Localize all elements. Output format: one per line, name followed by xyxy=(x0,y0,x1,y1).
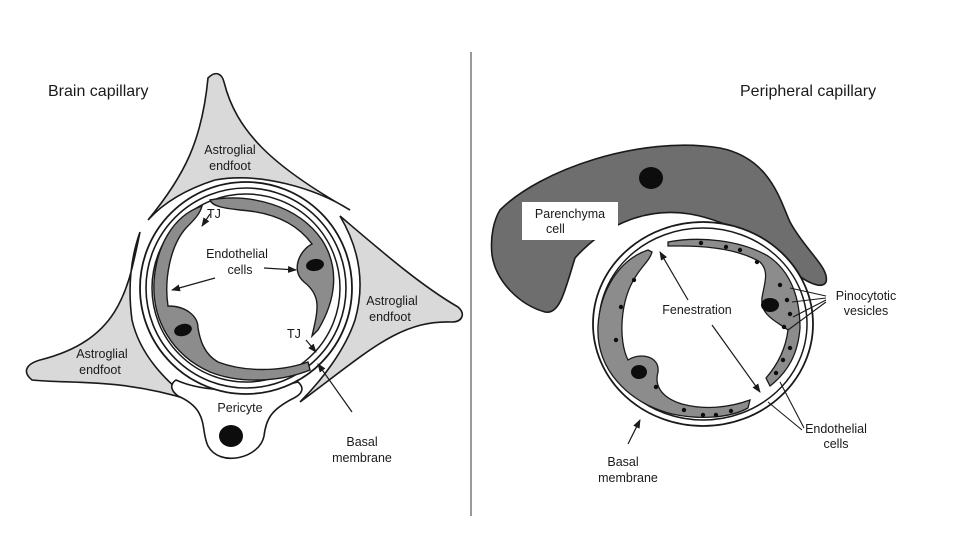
endothelial-cell-upper xyxy=(209,197,335,339)
astroglial-endfoot-top xyxy=(147,72,351,221)
fenestration-arrow-down xyxy=(711,324,761,393)
vesicle-dot xyxy=(631,277,637,283)
vesicle-pointer xyxy=(787,301,827,331)
parenchyma-nucleus xyxy=(639,167,663,189)
pericyte-label: Pericyte xyxy=(217,401,262,415)
basal-membrane-label: Basal xyxy=(346,435,377,449)
fenestration-label: Fenestration xyxy=(662,303,732,317)
astroglial-top-label-2: endfoot xyxy=(209,159,251,173)
parenchyma-label-2: cell xyxy=(546,222,565,236)
vesicle-dot xyxy=(737,247,743,253)
endothelial-pointer xyxy=(767,401,803,431)
brain-capillary-panel: Brain capillary Astroglial endfoot TJ En… xyxy=(25,72,464,465)
vesicle-dot xyxy=(787,311,793,317)
vesicle-dot xyxy=(681,407,687,413)
astroglial-top-label: Astroglial xyxy=(204,143,255,157)
pinocytotic-vesicles xyxy=(613,240,793,418)
vesicle-dot xyxy=(700,412,706,418)
endothelial-pointer xyxy=(779,381,805,429)
vesicle-dot xyxy=(754,259,760,265)
basal-membrane-arrow xyxy=(317,363,353,413)
endothelial-arrow-right xyxy=(263,266,297,273)
endothelial-right-label: Endothelial xyxy=(805,422,867,436)
tj-top-label: TJ xyxy=(207,207,221,221)
astroglial-right-label-2: endfoot xyxy=(369,310,411,324)
vesicle-dot xyxy=(784,297,790,303)
vesicle-pointer xyxy=(792,299,827,318)
astroglial-left-label-2: endfoot xyxy=(79,363,121,377)
vesicle-pointer xyxy=(789,287,827,297)
endothelial-nucleus-left xyxy=(174,323,192,337)
vesicle-dot xyxy=(773,370,779,376)
vesicle-pointer xyxy=(791,297,827,303)
endothelial-arrow-left xyxy=(171,277,216,292)
tj-bottom-arrow xyxy=(305,339,317,353)
vesicle-dot xyxy=(698,240,704,246)
parenchyma-label-box xyxy=(522,202,618,240)
fenestration-arrow-up xyxy=(659,251,689,301)
astroglial-endfoot-right xyxy=(299,215,464,403)
vesicle-dot xyxy=(618,304,624,310)
brain-capillary-title: Brain capillary xyxy=(48,83,148,100)
vesicle-dot xyxy=(780,357,786,363)
astroglial-left-label: Astroglial xyxy=(76,347,127,361)
vesicle-dot xyxy=(728,408,734,414)
pinocytotic-label: Pinocytotic xyxy=(836,289,896,303)
vesicle-dot xyxy=(787,345,793,351)
endothelial-cell-right xyxy=(667,238,801,388)
vesicle-dot xyxy=(723,244,729,250)
basal-membrane-pointer xyxy=(627,419,641,445)
vesicle-dot xyxy=(777,282,783,288)
basal-membrane-right-label-2: membrane xyxy=(598,471,658,485)
endothelial-nucleus-right xyxy=(306,258,324,272)
vesicle-dot xyxy=(653,384,659,390)
peripheral-capillary-panel: Peripheral capillary Parenchyma cell Fen… xyxy=(490,83,896,485)
vesicle-dot xyxy=(713,412,719,418)
parenchyma-label: Parenchyma xyxy=(535,207,605,221)
tj-top-arrow xyxy=(201,213,211,227)
pinocytotic-label-2: vesicles xyxy=(844,304,888,318)
endothelial-label-2: cells xyxy=(227,263,252,277)
endothelial-cell-lower xyxy=(153,204,311,381)
astroglial-endfoot-left xyxy=(25,231,191,401)
endothelial-nucleus-left-cell xyxy=(631,365,647,379)
tj-bottom-label: TJ xyxy=(287,327,301,341)
pericyte-nucleus xyxy=(219,425,243,447)
endothelial-right-label-2: cells xyxy=(823,437,848,451)
peripheral-capillary-title: Peripheral capillary xyxy=(740,83,876,100)
endothelial-label: Endothelial xyxy=(206,247,268,261)
basal-membrane-label-2: membrane xyxy=(332,451,392,465)
basal-membrane-right-label: Basal xyxy=(607,455,638,469)
endothelial-nucleus-right-cell xyxy=(761,298,779,312)
vesicle-dot xyxy=(613,337,619,343)
astroglial-right-label: Astroglial xyxy=(366,294,417,308)
vesicle-dot xyxy=(781,324,787,330)
